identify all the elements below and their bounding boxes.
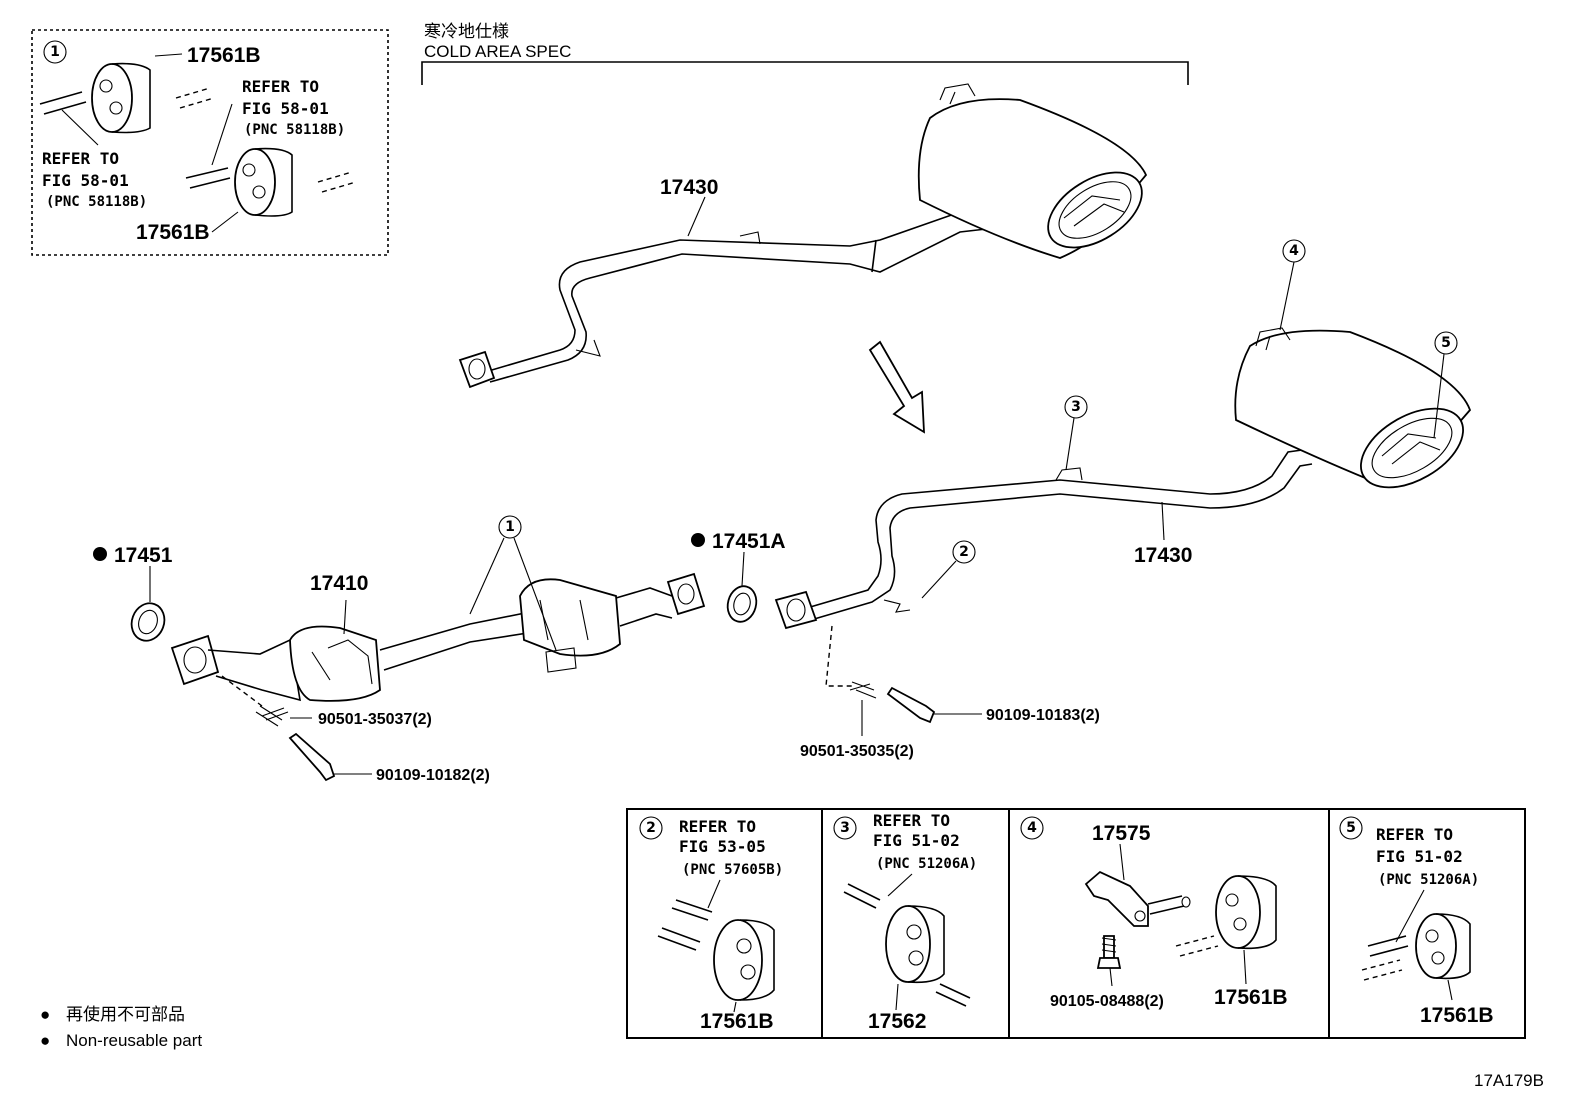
spring-90501-35037 — [255, 705, 289, 727]
part-label-90501-35035: 90501-35035(2) — [800, 743, 914, 760]
ref-label-fig-58-01-1: FIG 58-01 — [42, 171, 129, 190]
part-label-90105-08488: 90105-08488(2) — [1050, 993, 1164, 1010]
detail-cell-2: 2 REFER TO FIG 53-05 (PNC 57605B) 17561B — [639, 816, 783, 1033]
detail-5-pnc: (PNC 51206A) — [1378, 872, 1479, 888]
tailpipe-standard: 17430 4 5 3 2 — [774, 239, 1472, 630]
gasket-17451: 17451 — [93, 544, 173, 642]
inset-1-frame — [31, 29, 389, 256]
detail-2-callout: 2 — [646, 820, 656, 836]
detail-3-fig: FIG 51-02 — [873, 831, 960, 850]
part-label-17451: 17451 — [114, 544, 173, 567]
direction-arrow — [868, 340, 925, 434]
inset-1-callout-circle — [43, 40, 67, 64]
cold-area-spec-header: 寒冷地仕様 COLD AREA SPEC — [421, 22, 1189, 85]
ref-label-pnc-58118B-2: (PNC 58118B) — [244, 122, 345, 138]
ref-label-pnc-58118B-1: (PNC 58118B) — [46, 194, 147, 210]
cold-area-jp-title: 寒冷地仕様 — [424, 22, 509, 41]
part-label-17561B-detail2: 17561B — [700, 1010, 774, 1033]
part-label-17451A: 17451A — [712, 530, 786, 553]
part-label-17561B-top: 17561B — [187, 44, 261, 67]
legend-en-text: Non-reusable part — [66, 1031, 202, 1050]
callout-2-circle — [952, 540, 976, 564]
hanger-rubber-lower — [234, 147, 293, 217]
hanger-rod-lower — [185, 167, 231, 189]
ref-label-fig-58-01-2: FIG 58-01 — [242, 99, 329, 118]
part-label-17561B-detail4: 17561B — [1214, 986, 1288, 1009]
callout-3-circle — [1064, 395, 1088, 419]
detail-cell-5: 5 REFER TO FIG 51-02 (PNC 51206A) 17561B — [1339, 816, 1494, 1027]
bolt-90109-10183 — [886, 686, 936, 724]
cold-area-bracket — [421, 61, 1189, 85]
part-label-90109-10182: 90109-10182(2) — [376, 767, 490, 784]
detail-2-fig: FIG 53-05 — [679, 837, 766, 856]
bracket-17575 — [1084, 870, 1149, 927]
part-label-17561B-inset1-bottom: 17561B — [136, 221, 210, 244]
detail-5-refer-to: REFER TO — [1376, 825, 1453, 844]
callout-1-circle — [498, 515, 522, 539]
part-label-17430-cold: 17430 — [660, 176, 718, 199]
detail-panel: 2 REFER TO FIG 53-05 (PNC 57605B) 17561B… — [626, 808, 1526, 1039]
callout-4-number: 4 — [1289, 243, 1299, 259]
gasket-17451A: 17451A — [691, 530, 786, 623]
legend: ● 再使用不可部品 ● Non-reusable part — [40, 1004, 202, 1050]
callout-5-number: 5 — [1441, 335, 1451, 351]
ref-label-refer-to-1: REFER TO — [42, 149, 119, 168]
detail-3-refer-to: REFER TO — [873, 811, 950, 830]
part-label-90109-10183: 90109-10183(2) — [986, 707, 1100, 724]
legend-jp-text: 再使用不可部品 — [66, 1004, 185, 1024]
hanger-rod-lower-ghost — [317, 171, 357, 193]
part-label-90501-35037: 90501-35037(2) — [318, 711, 432, 728]
part-label-17561B-detail5: 17561B — [1420, 1004, 1494, 1027]
rear-fasteners: 90501-35035(2) 90109-10183(2) — [800, 625, 1100, 760]
callout-1-number: 1 — [505, 519, 515, 535]
detail-3-pnc: (PNC 51206A) — [876, 856, 977, 872]
detail-3-callout: 3 — [840, 820, 850, 836]
diagram-code: 17A179B — [1474, 1071, 1544, 1090]
spring-90501-35035 — [849, 681, 877, 699]
hanger-rod-left — [39, 91, 87, 115]
callout-2-number: 2 — [959, 544, 969, 560]
part-label-17575: 17575 — [1092, 822, 1151, 845]
detail-2-refer-to: REFER TO — [679, 817, 756, 836]
callout-5-circle — [1434, 331, 1458, 355]
detail-panel-frame — [626, 808, 1526, 1039]
part-label-17430-standard: 17430 — [1134, 544, 1192, 567]
ref-label-refer-to-2: REFER TO — [242, 77, 319, 96]
callout-3-number: 3 — [1071, 399, 1081, 415]
hanger-rubber-upper — [91, 62, 151, 134]
legend-bullet-en: ● — [40, 1031, 50, 1050]
bolt-90109-10182 — [288, 732, 336, 782]
inset-callout-1: 1 17561B REFER TO FIG 58-01 (PNC 58118B)… — [31, 29, 389, 256]
cold-area-en-title: COLD AREA SPEC — [424, 42, 571, 61]
detail-5-fig: FIG 51-02 — [1376, 847, 1463, 866]
detail-cell-4: 4 17575 90105-08488(2) 17561B — [1020, 816, 1288, 1010]
detail-5-callout: 5 — [1346, 820, 1356, 836]
part-label-17410: 17410 — [310, 572, 368, 595]
detail-cell-3: 3 REFER TO FIG 51-02 (PNC 51206A) 17562 — [833, 811, 977, 1033]
part-label-17562: 17562 — [868, 1010, 926, 1033]
tailpipe-cold-spec: 17430 — [458, 83, 1148, 389]
front-fasteners: 90501-35037(2) 90109-10182(2) — [221, 675, 490, 784]
detail-4-callout: 4 — [1027, 820, 1037, 836]
inset-1-callout-number: 1 — [50, 44, 60, 60]
legend-bullet-jp: ● — [40, 1005, 50, 1024]
detail-2-pnc: (PNC 57605B) — [682, 862, 783, 878]
hanger-rod-right-ghost — [175, 87, 215, 109]
front-pipe-converter: 17410 1 — [170, 515, 706, 702]
